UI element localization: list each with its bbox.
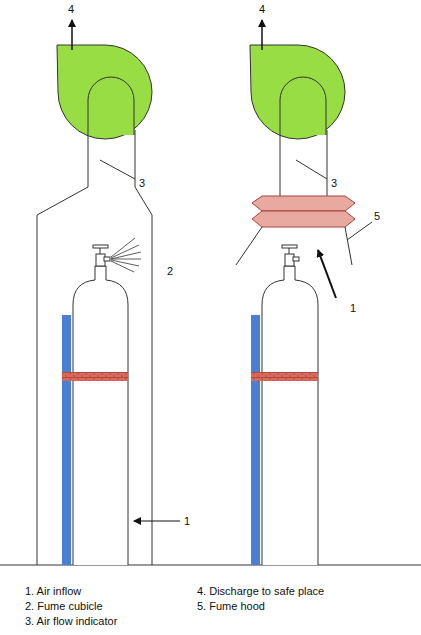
callout-number: 3 [139, 177, 145, 190]
callout-number: 3 [331, 177, 337, 190]
fan [250, 45, 345, 139]
callout-number: 5 [374, 210, 380, 223]
key-entry: 3. Air flow indicator [25, 615, 117, 628]
key-entry: 5. Fume hood [197, 600, 265, 613]
callout-number: 2 [167, 265, 173, 278]
gas-cylinder [73, 245, 128, 565]
duct [280, 130, 327, 196]
leader-line [100, 160, 135, 179]
discharge-arrow [71, 20, 73, 50]
fume-cubicle [37, 130, 152, 565]
discharge-arrow [261, 20, 263, 50]
callout-number: 1 [184, 515, 190, 528]
callout-number: 4 [259, 3, 265, 16]
gas-cylinder [262, 245, 318, 565]
key-entry: 4. Discharge to safe place [197, 585, 324, 598]
inflow-arrow [318, 250, 336, 298]
key-entry: 2. Fume cubicle [25, 600, 103, 613]
fume-hood-bellows [252, 196, 355, 227]
support-bar [62, 315, 71, 565]
support-bar [251, 315, 260, 565]
leader-line [347, 222, 372, 240]
inflow-arrow [134, 521, 180, 522]
callout-number: 4 [68, 3, 74, 16]
fan [57, 45, 152, 139]
callout-number: 1 [350, 302, 356, 315]
fume-hood [236, 227, 352, 265]
leader-line [296, 160, 327, 179]
cylinder-strap [62, 372, 128, 381]
gas-leak [111, 238, 141, 272]
key-entry: 1. Air inflow [25, 585, 81, 598]
cylinder-strap [251, 372, 318, 381]
